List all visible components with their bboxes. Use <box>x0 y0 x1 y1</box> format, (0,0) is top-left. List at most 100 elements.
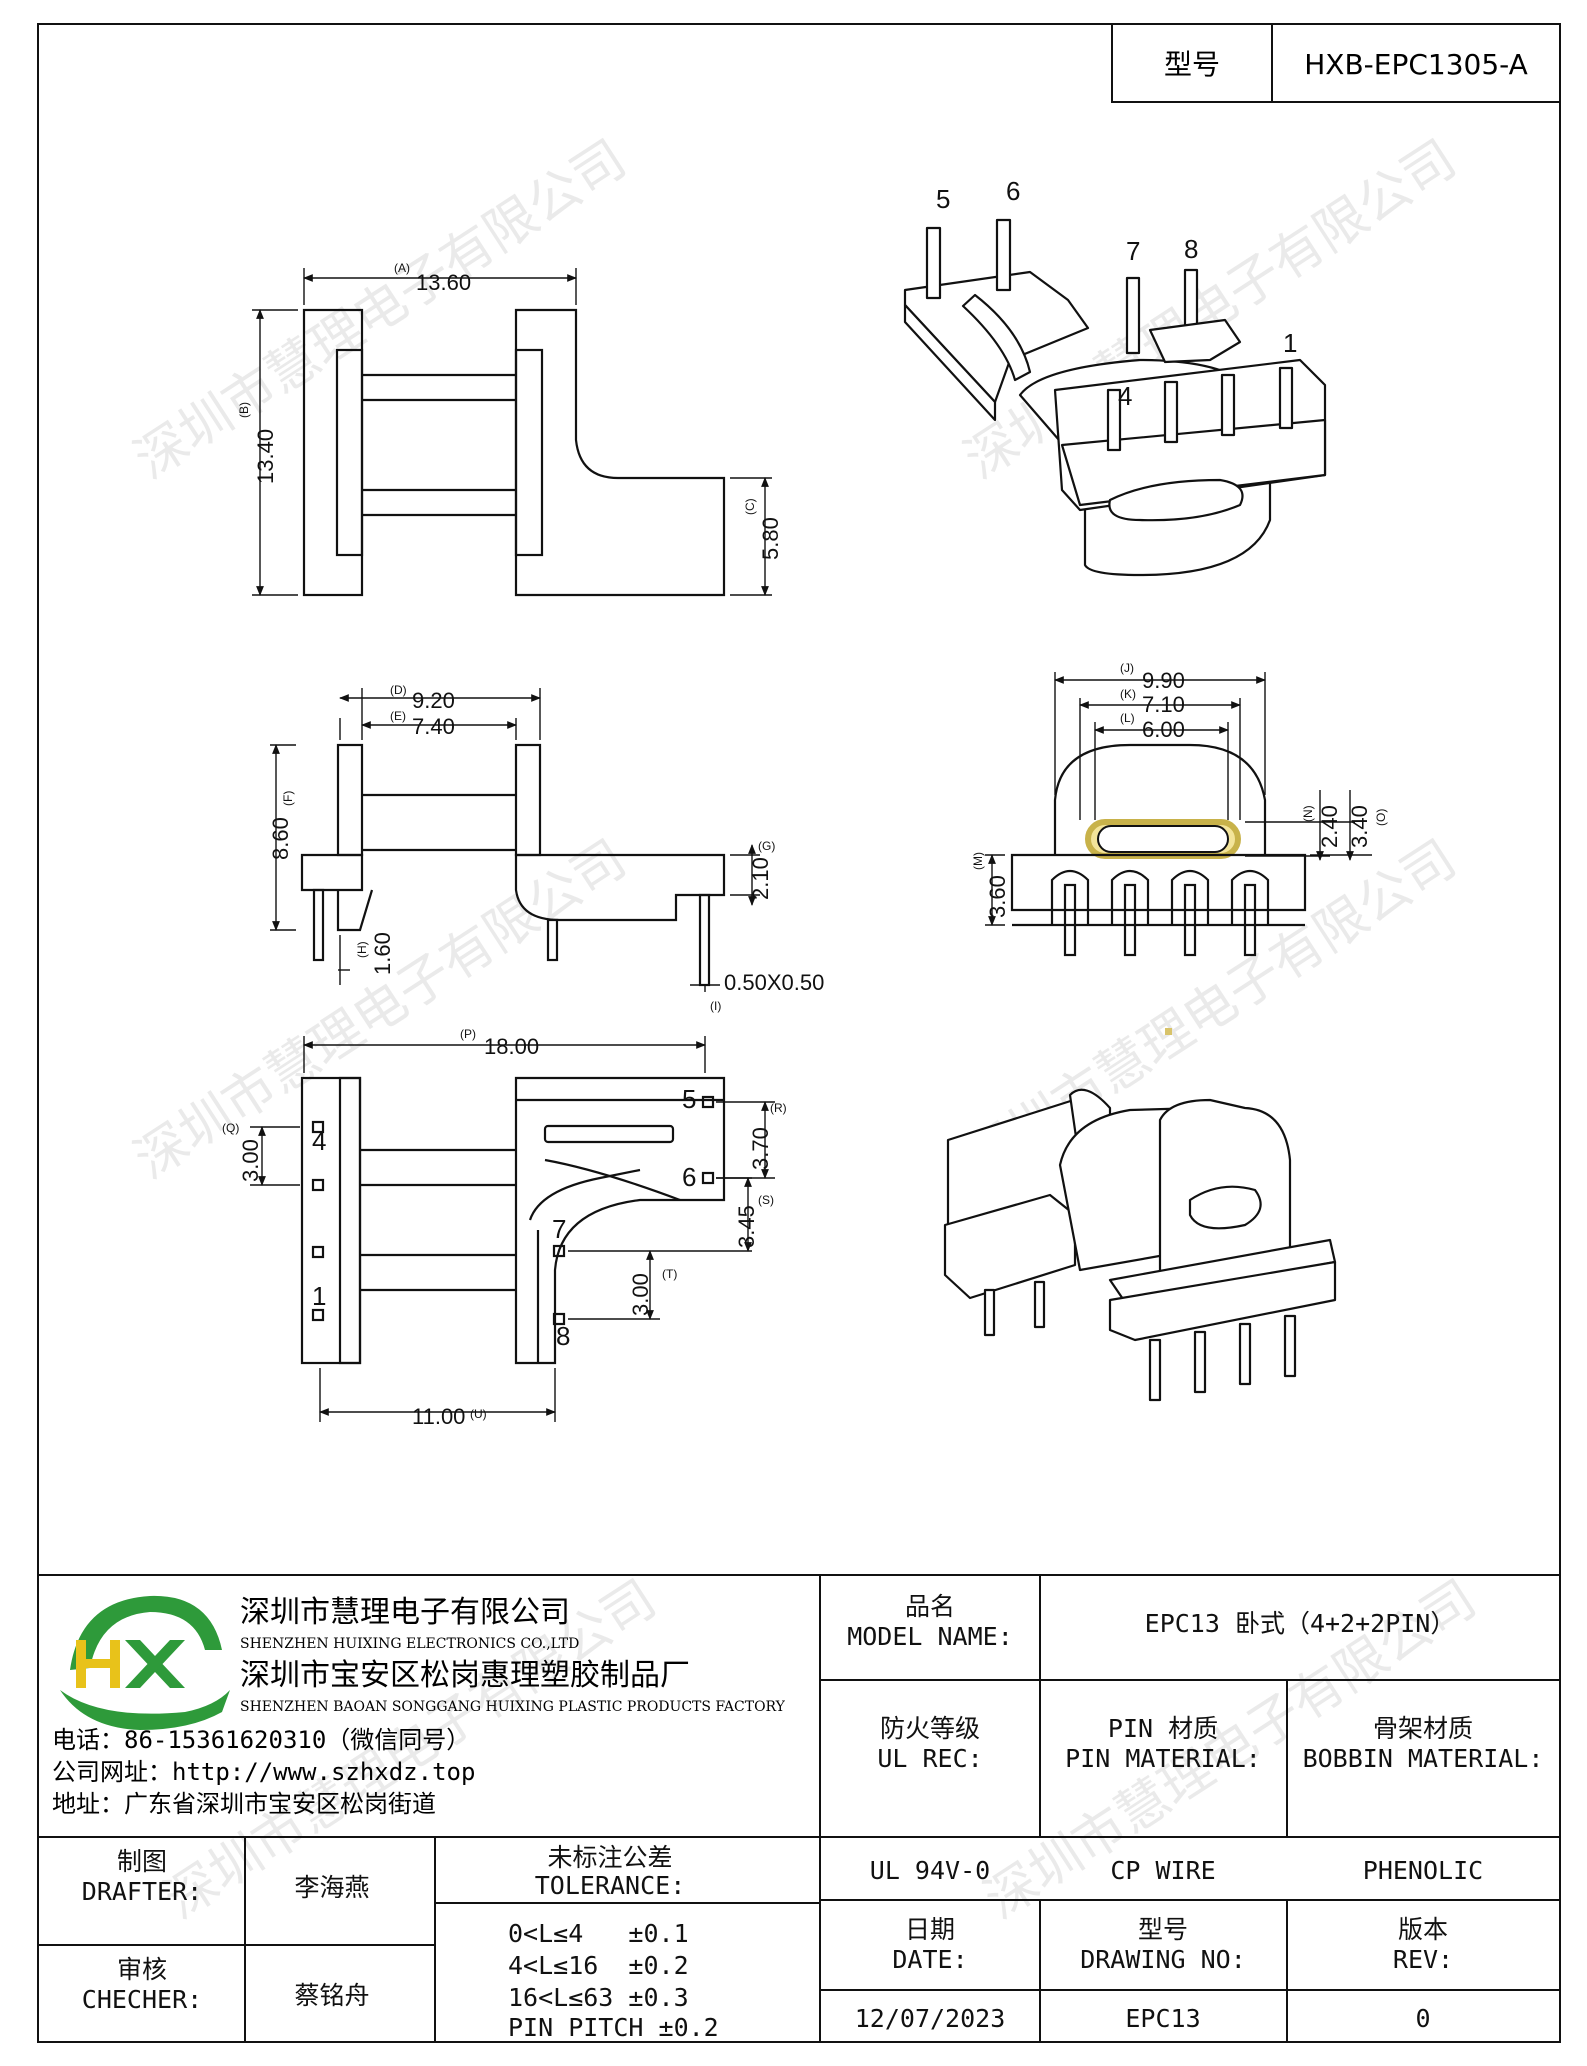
bobbin-material-label-cn: 骨架材质 <box>1373 1714 1473 1743</box>
dim-tag-a: (A) <box>394 261 410 275</box>
dim-tag-d: (D) <box>390 683 407 697</box>
model-label: 型号 <box>1164 48 1220 81</box>
pin-label-6: 6 <box>1006 176 1020 206</box>
dim-e: 7.40 <box>412 714 455 739</box>
rev-label-cn: 版本 <box>1398 1915 1448 1944</box>
pin-label-6: 6 <box>682 1162 696 1192</box>
title-block-grid <box>38 1574 1560 2042</box>
dim-p: 18.00 <box>484 1034 539 1059</box>
dim-tag-l: (L) <box>1120 711 1135 725</box>
dim-tag-e: (E) <box>390 709 406 723</box>
tolerance-row-3: 16<L≤63 ±0.3 <box>508 1983 689 2012</box>
drafter-name: 李海燕 <box>294 1873 369 1902</box>
model-name-label-cn: 品名 <box>905 1592 955 1621</box>
ul-rec-label-en: UL REC: <box>877 1744 982 1773</box>
model-name-label-en: MODEL NAME: <box>847 1622 1013 1651</box>
dim-tag-s: (S) <box>758 1193 774 1207</box>
model-value: HXB-EPC1305-A <box>1304 48 1528 81</box>
front-view-dimensions <box>985 672 1372 926</box>
drafter-label-en: DRAFTER: <box>82 1877 202 1906</box>
dim-tag-t: (T) <box>662 1267 677 1281</box>
front-view <box>1010 743 1307 957</box>
rev-value: 0 <box>1415 2004 1430 2033</box>
tolerance-row-4: PIN PITCH ±0.2 <box>508 2013 719 2042</box>
dim-u: 11.00 <box>412 1404 465 1429</box>
dim-i: 0.50X0.50 <box>724 970 824 995</box>
dim-b: 13.40 <box>253 429 278 484</box>
dim-t: 3.00 <box>628 1273 653 1316</box>
isometric-view-pins-up <box>903 218 1327 577</box>
pin-label-5: 5 <box>936 184 950 214</box>
model-name-value: EPC13 卧式（4+2+2PIN） <box>1145 1609 1456 1638</box>
pin-material-value: CP WIRE <box>1110 1856 1215 1885</box>
checker-label-cn: 审核 <box>117 1955 167 1984</box>
drawing-no-label-en: DRAWING NO: <box>1080 1945 1246 1974</box>
watermark: 深圳市慧理电子有限公司 <box>124 829 636 1191</box>
bobbin-material-value: PHENOLIC <box>1363 1856 1483 1885</box>
drawing-no-value: EPC13 <box>1125 2004 1200 2033</box>
factory-name-en: SHENZHEN BAOAN SONGGANG HUIXING PLASTIC … <box>240 1699 786 1715</box>
dim-q: 3.00 <box>238 1139 263 1182</box>
dim-g: 2.10 <box>748 857 773 900</box>
bottom-view <box>300 1076 726 1365</box>
checker-name: 蔡铭舟 <box>294 1981 369 2010</box>
ul-rec-value: UL 94V-0 <box>870 1856 990 1885</box>
dim-tag-i: (I) <box>710 999 721 1013</box>
company-website: 公司网址：http://www.szhxdz.top <box>52 1758 475 1786</box>
dim-tag-n: (N) <box>1301 805 1315 822</box>
pin-label-7: 7 <box>1126 236 1140 266</box>
dim-j: 9.90 <box>1142 668 1185 693</box>
pin-label-8: 8 <box>1184 234 1198 264</box>
dim-tag-k: (K) <box>1120 687 1136 701</box>
dim-tag-q: (Q) <box>222 1121 239 1135</box>
dim-d: 9.20 <box>412 688 455 713</box>
dim-tag-o: (O) <box>1374 809 1388 826</box>
stray-mark <box>1165 1028 1172 1035</box>
dim-h: 1.60 <box>370 932 395 975</box>
dim-n: 2.40 <box>1317 805 1342 848</box>
pin-label-5: 5 <box>682 1084 696 1114</box>
dim-c: 5.80 <box>758 517 783 560</box>
dim-tag-h: (H) <box>355 941 369 958</box>
company-phone: 电话：86-15361620310（微信同号） <box>52 1726 470 1754</box>
tolerance-label-cn: 未标注公差 <box>547 1843 672 1872</box>
date-label-en: DATE: <box>892 1945 967 1974</box>
dim-tag-j: (J) <box>1120 661 1134 675</box>
ul-rec-label-cn: 防火等级 <box>880 1714 980 1743</box>
dim-k: 7.10 <box>1142 692 1185 717</box>
dim-tag-m: (M) <box>971 852 985 870</box>
top-view <box>302 308 726 597</box>
tolerance-label-en: TOLERANCE: <box>535 1871 686 1900</box>
dim-l: 6.00 <box>1142 717 1185 742</box>
pin-material-label-cn: PIN 材质 <box>1108 1714 1218 1743</box>
tolerance-row-1: 0<L≤4 ±0.1 <box>508 1919 689 1948</box>
dim-tag-u: (U) <box>470 1407 487 1421</box>
pin-material-label-en: PIN MATERIAL: <box>1065 1744 1261 1773</box>
pin-label-7: 7 <box>552 1214 566 1244</box>
dim-r: 3.70 <box>748 1127 773 1170</box>
pin-label-4: 4 <box>312 1126 326 1156</box>
pin-label-4: 4 <box>1118 381 1132 411</box>
company-name-en: SHENZHEN HUIXING ELECTRONICS CO.,LTD <box>240 1636 579 1652</box>
bottom-view-dimensions <box>250 1036 775 1422</box>
company-address: 地址：广东省深圳市宝安区松岗街道 <box>52 1790 436 1818</box>
drawing-no-label-cn: 型号 <box>1138 1915 1188 1944</box>
top-view-dimensions <box>252 268 772 596</box>
sheet-border <box>37 23 1561 2043</box>
dim-tag-g: (G) <box>758 839 775 853</box>
pin-label-1: 1 <box>1283 328 1297 358</box>
factory-name-cn: 深圳市宝安区松岗惠理塑胶制品厂 <box>240 1658 690 1693</box>
isometric-view-pins-down <box>943 1088 1337 1402</box>
drafter-label-cn: 制图 <box>117 1847 167 1876</box>
dim-tag-p: (P) <box>460 1027 476 1041</box>
date-value: 12/07/2023 <box>855 2004 1006 2033</box>
company-name-cn: 深圳市慧理电子有限公司 <box>240 1595 570 1630</box>
pin-label-1: 1 <box>312 1281 326 1311</box>
model-header-box: 型号 HXB-EPC1305-A <box>1111 23 1561 103</box>
dim-a: 13.60 <box>416 270 471 295</box>
tolerance-row-2: 4<L≤16 ±0.2 <box>508 1951 689 1980</box>
dim-tag-c: (C) <box>743 498 757 515</box>
dim-tag-b: (B) <box>237 402 251 418</box>
date-label-cn: 日期 <box>905 1915 955 1944</box>
